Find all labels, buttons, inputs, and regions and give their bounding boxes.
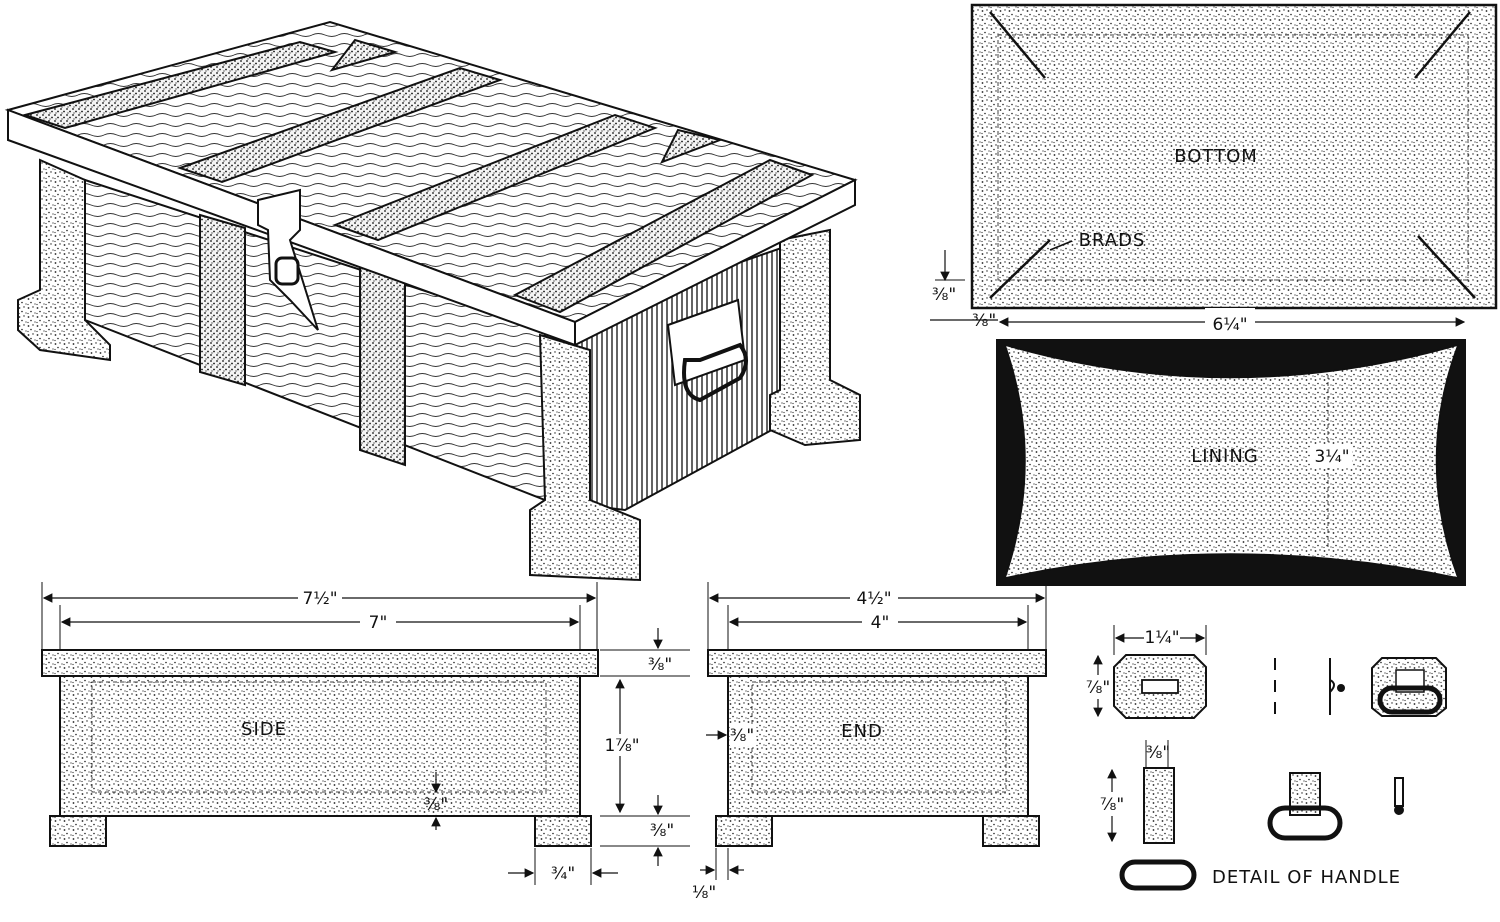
chest-lid-strap-2 (176, 66, 504, 184)
end-body-dim: 4" (871, 613, 890, 633)
chest-lid-strap-4 (512, 158, 815, 314)
side-lid-thick-dim: ⅜" (648, 655, 672, 675)
handle-plate-width-dim: 1¼" (1144, 628, 1179, 648)
handle-rivet (1394, 777, 1404, 815)
handle-strap-width-dim: ⅜" (1146, 743, 1170, 763)
detail-of-handle-label: DETAIL OF HANDLE (1212, 867, 1401, 888)
chest-front-strap-right (359, 263, 406, 467)
side-body-height-dim: 1⅞" (604, 736, 639, 756)
brads-leader (1049, 240, 1073, 251)
side-inner-dim: ⅜" (424, 795, 448, 815)
bottom-border-h-dim: ⅜" (972, 311, 996, 331)
side-base-height-dim: ⅜" (650, 821, 674, 841)
handle-ring (1119, 859, 1197, 891)
chest-perspective-view (4, 20, 861, 582)
brad-mark-tl (989, 11, 1046, 79)
lining-label: LINING (1191, 446, 1259, 467)
bottom-width-dim: 6¼" (1212, 315, 1247, 335)
end-lid (707, 649, 1047, 677)
chest-rear-right-leg (769, 228, 861, 447)
brad-mark-br (1417, 235, 1476, 299)
brads-label: BRADS (1079, 230, 1146, 251)
bottom-border-v-dim: ⅜" (932, 285, 956, 305)
bottom-panel-view: BOTTOM BRADS ⅜" ⅜" 6¼" (930, 3, 1498, 335)
chest-end-handle (666, 298, 748, 403)
chest-front-right-leg (529, 333, 641, 582)
bottom-label: BOTTOM (1174, 146, 1258, 167)
end-foot-offset-dim: ⅛" (692, 883, 716, 903)
end-overall-dim: 4½" (856, 589, 891, 609)
side-foot-left (49, 815, 107, 847)
end-post-dim: ⅜" (730, 726, 754, 746)
chest-hasp (257, 188, 319, 331)
chest-hinge-left (329, 38, 399, 72)
end-foot-left (715, 815, 773, 847)
handle-plate-height-dim: ⅞" (1086, 678, 1110, 698)
chest-front-strap-left (199, 213, 246, 387)
lining-panel-view: LINING 3¼" (996, 339, 1466, 586)
side-foot-width-dim: ¾" (551, 864, 575, 884)
end-elevation-view: 4½" 4" END ⅜" ⅛" (692, 582, 1047, 903)
side-overall-dim: 7½" (302, 589, 337, 609)
lining-height-dim: 3¼" (1314, 447, 1349, 467)
bottom-panel-outline (970, 3, 1498, 310)
side-body (59, 675, 581, 817)
handle-assembled-view (1371, 657, 1447, 717)
handle-plate-slot (1141, 679, 1179, 694)
brad-mark-tr (1414, 11, 1471, 79)
handle-strap-height-dim: ⅞" (1100, 795, 1124, 815)
side-elevation-view: 7½" 7" SIDE ⅜" ⅜" 1⅞" ⅜" ¾" (41, 582, 690, 885)
chest-lid-end-edge (574, 178, 856, 347)
handle-detail-view: 1¼" ⅞" ⅜" ⅞" (1082, 625, 1447, 891)
side-lid (41, 649, 599, 677)
handle-strap-with-ring (1267, 772, 1343, 841)
brad-mark-bl (989, 239, 1051, 299)
handle-side-profile (1329, 658, 1345, 715)
lining-shape (1003, 343, 1460, 580)
chest-hasp-loop (274, 256, 300, 286)
end-foot-right (982, 815, 1040, 847)
handle-strap (1143, 767, 1175, 844)
side-body-dim: 7" (369, 613, 388, 633)
side-label: SIDE (241, 719, 287, 740)
side-foot-right (534, 815, 592, 847)
chest-hinge-right (659, 128, 724, 164)
chest-lid-strap-1 (21, 40, 339, 130)
end-label: END (841, 721, 883, 742)
end-body (727, 675, 1029, 817)
chest-lid-strap-3 (332, 113, 658, 242)
bottom-panel-inner-border (997, 34, 1469, 281)
